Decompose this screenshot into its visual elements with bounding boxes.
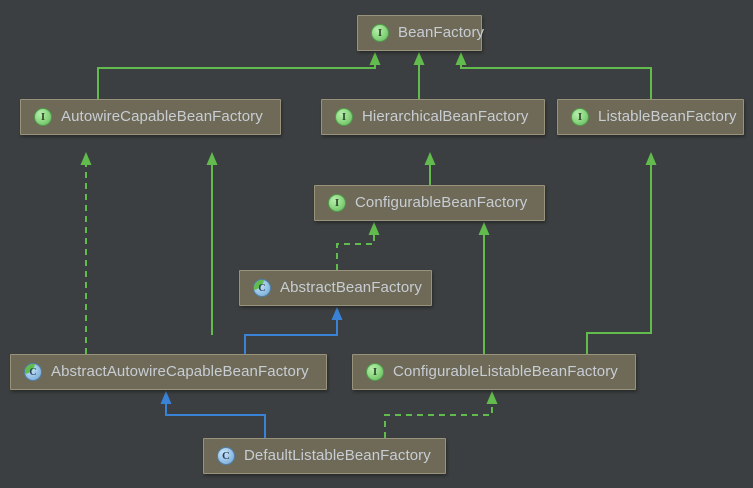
edge-defaultListableBeanFactory-to-configurableListableBeanFactory[interactable] [384,403,493,438]
arrowhead-configurableBeanFactory [478,222,490,235]
edge-abstractAutowireCapableBeanFactory-to-abstractBeanFactory[interactable] [244,319,338,354]
arrowhead-beanFactory [413,52,425,65]
class-node-label: AbstractBeanFactory [280,279,422,296]
edge-configurableListableBeanFactory-to-listableBeanFactory[interactable] [586,164,652,354]
class-node-label: BeanFactory [398,24,485,41]
class-icon-glyph: C [217,447,235,465]
interface-icon: I [366,363,384,381]
arrowhead-configurableBeanFactory [368,222,380,235]
class-node-label: ListableBeanFactory [598,108,737,125]
arrowhead-abstractBeanFactory [331,307,343,320]
arrowhead-configurableListableBeanFactory [486,391,498,404]
class-node-beanFactory[interactable]: I BeanFactory [357,15,485,51]
interface-icon-glyph: I [34,108,52,126]
abstract-icon-letter: C [258,282,266,294]
interface-icon: I [328,194,346,212]
abstract-class-icon: C [253,279,271,297]
class-icon: C [217,447,235,465]
arrowhead-listableBeanFactory [645,152,657,165]
arrowhead-hierarchicalBeanFactory [424,152,436,165]
interface-icon-glyph: I [371,24,389,42]
class-node-abstractAutowireCapableBeanFactory[interactable]: C AbstractAutowireCapableBeanFactory [10,354,327,390]
abstract-class-icon: C [24,363,42,381]
interface-icon: I [34,108,52,126]
interface-icon-glyph: I [335,108,353,126]
interface-icon-glyph: I [366,363,384,381]
interface-icon: I [335,108,353,126]
interface-icon: I [571,108,589,126]
interface-icon: I [371,24,389,42]
class-node-label: AutowireCapableBeanFactory [61,108,263,125]
class-node-label: AbstractAutowireCapableBeanFactory [51,363,309,380]
class-node-hierarchicalBeanFactory[interactable]: I HierarchicalBeanFactory [321,99,545,135]
class-node-label: HierarchicalBeanFactory [362,108,529,125]
class-node-abstractBeanFactory[interactable]: C AbstractBeanFactory [239,270,432,306]
arrowhead-autowireCapableBeanFactory [80,152,92,165]
class-node-label: ConfigurableListableBeanFactory [393,363,618,380]
class-node-label: DefaultListableBeanFactory [244,447,431,464]
class-node-configurableListableBeanFactory[interactable]: I ConfigurableListableBeanFactory [352,354,636,390]
class-node-label: ConfigurableBeanFactory [355,194,528,211]
edge-autowireCapableBeanFactory-to-beanFactory[interactable] [97,64,376,99]
arrowhead-abstractAutowireCapableBeanFactory [160,391,172,404]
interface-icon-glyph: I [328,194,346,212]
class-node-configurableBeanFactory[interactable]: I ConfigurableBeanFactory [314,185,545,221]
interface-icon-glyph: I [571,108,589,126]
class-node-listableBeanFactory[interactable]: I ListableBeanFactory [557,99,744,135]
arrowhead-autowireCapableBeanFactory [206,152,218,165]
class-node-defaultListableBeanFactory[interactable]: C DefaultListableBeanFactory [203,438,446,474]
abstract-class-icon-glyph: C [253,279,271,297]
arrowhead-beanFactory [455,52,467,65]
edge-listableBeanFactory-to-beanFactory[interactable] [460,64,652,99]
abstract-class-icon-glyph: C [24,363,42,381]
edge-abstractBeanFactory-to-configurableBeanFactory[interactable] [336,234,375,270]
abstract-icon-letter: C [29,366,37,378]
class-node-autowireCapableBeanFactory[interactable]: I AutowireCapableBeanFactory [20,99,281,135]
arrowhead-beanFactory [369,52,381,65]
edge-defaultListableBeanFactory-to-abstractAutowireCapableBeanFactory[interactable] [165,403,266,438]
